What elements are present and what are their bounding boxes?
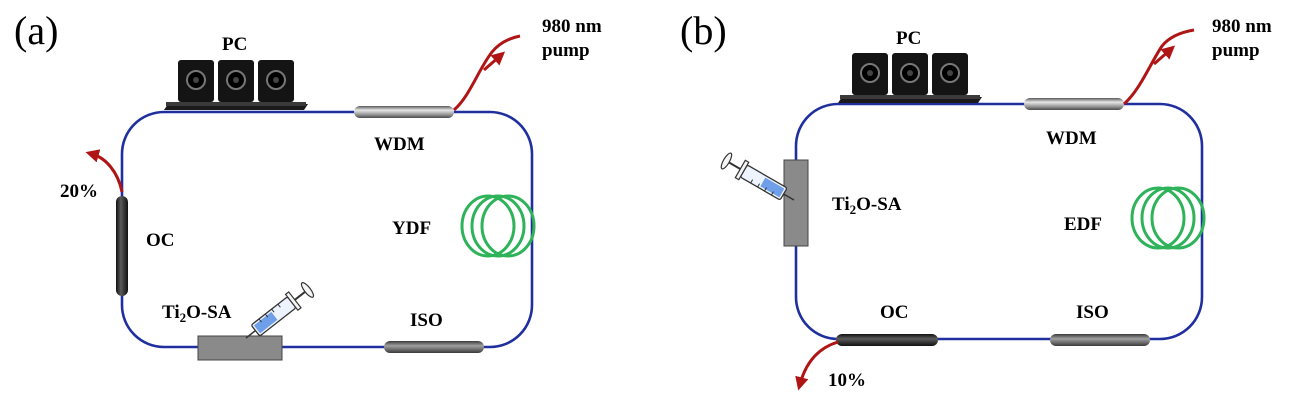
ratio-label-a: 20% [60,181,98,202]
pump-arrow-a [483,51,506,72]
pump-arrow-b [1153,45,1176,66]
sa-label-b: Ti2O-SA [832,194,902,217]
oc-label-b: OC [880,302,909,323]
gain-fiber-coil-b [1130,186,1206,250]
syringe-icon-b [720,152,795,201]
wdm-a [354,106,454,118]
ratio-label-b: 10% [828,370,866,391]
pump-label-a-2: pump [542,40,590,61]
wdm-label-a: WDM [374,134,425,155]
output-arrow-a [85,149,124,193]
syringe-icon-a [245,282,315,339]
output-coupler-b [836,334,938,346]
iso-label-a: ISO [410,310,443,331]
sa-block-b [783,159,809,247]
wdm-b [1024,98,1124,110]
pump-line-a [452,34,521,112]
sa-block-a [197,335,283,361]
pc-label-b: PC [896,28,921,49]
panel-b-tag: (b) [680,8,727,53]
iso-label-b: ISO [1076,302,1109,323]
polarization-controller-b [838,53,982,103]
sa-label-a: Ti2O-SA [162,302,232,325]
pump-label-b-2: pump [1212,40,1260,61]
output-coupler-a [116,196,128,296]
gain-label-b: EDF [1064,214,1102,235]
oc-label-a: OC [146,230,175,251]
pump-label-b-1: 980 nm [1212,16,1272,37]
panel-b: (b) PC WDM 980 nm pump [680,8,1272,391]
wdm-label-b: WDM [1046,128,1097,149]
isolator-b [1050,334,1150,346]
panel-a-tag: (a) [14,8,58,53]
polarization-controller-a [164,60,308,110]
pump-label-a-1: 980 nm [542,16,602,37]
isolator-a [384,341,484,353]
pump-line-b [1122,28,1195,106]
gain-fiber-coil-a [460,194,536,258]
panel-a: (a) PC WDM 980 nm pump [14,8,602,361]
output-arrow-b [795,340,839,391]
gain-label-a: YDF [392,218,431,239]
pc-label-a: PC [222,34,247,55]
